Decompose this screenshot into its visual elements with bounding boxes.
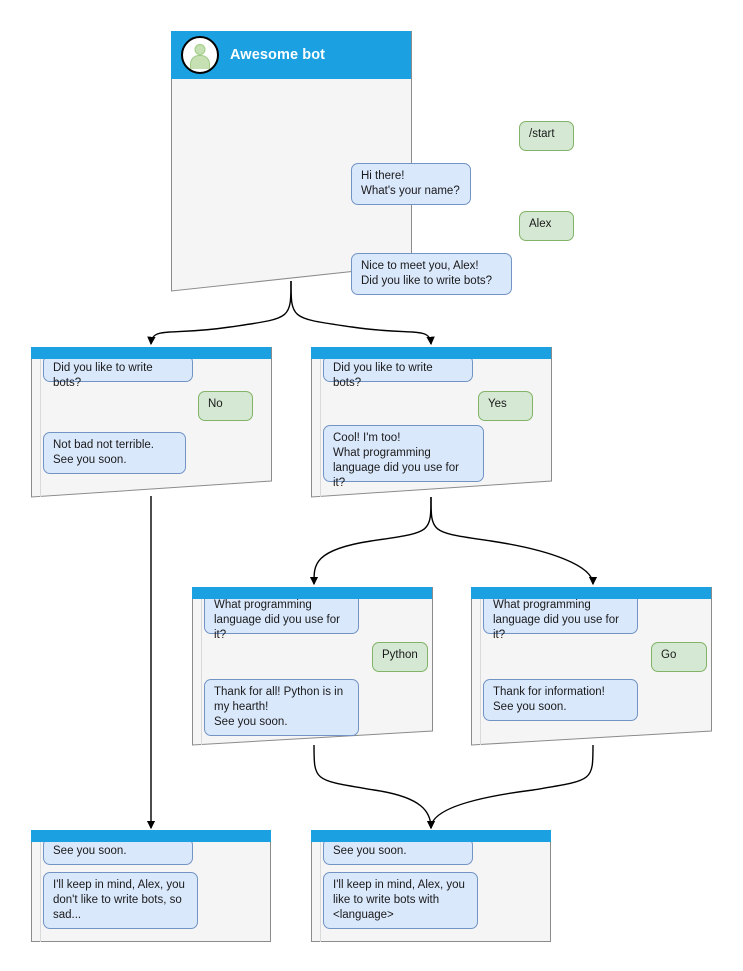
- message-bubble-user: Yes: [478, 391, 533, 421]
- message-bubble-user: No: [198, 391, 253, 421]
- card-header-bar: [31, 347, 271, 359]
- card-header-bar: [471, 587, 711, 599]
- bot-name-label: Awesome bot: [230, 47, 326, 63]
- avatar-head: [194, 44, 206, 55]
- card-header-bar: [31, 830, 271, 842]
- card-gutter-line: [40, 359, 41, 497]
- message-bubble-bot: Thank for information! See you soon.: [483, 679, 638, 721]
- card-gutter-line: [40, 842, 41, 942]
- edge-root-to-yes: [290, 280, 435, 346]
- chat-card-root[interactable]: Awesome bot /start Hi there! What's your…: [171, 31, 574, 295]
- card-gutter-line: [320, 359, 321, 497]
- message-bubble-bot: What programming language did you use fo…: [483, 592, 638, 641]
- chat-card-branch-yes[interactable]: Did you like to write bots? Yes Cool! I'…: [311, 347, 552, 498]
- message-bubble-bot: Did you like to write bots?: [323, 355, 473, 389]
- message-list: See you soon. I'll keep in mind, Alex, y…: [311, 830, 551, 942]
- card-gutter-line: [480, 599, 481, 745]
- bot-header-bar: Awesome bot: [171, 31, 411, 79]
- message-list: See you soon. I'll keep in mind, Alex, y…: [31, 830, 271, 942]
- message-bubble-bot: Hi there! What's your name?: [351, 163, 471, 205]
- card-header-bar: [311, 347, 551, 359]
- edge-python-to-end-happy: [313, 744, 436, 830]
- card-gutter-line: [320, 842, 321, 942]
- edge-yes-to-go: [430, 496, 598, 586]
- avatar-body: [190, 55, 210, 69]
- message-list: What programming language did you use fo…: [192, 587, 432, 745]
- edge-yes-to-python: [309, 496, 432, 586]
- message-bubble-bot: What programming language did you use fo…: [204, 592, 359, 641]
- message-bubble-user: Alex: [519, 211, 574, 241]
- chat-card-end-happy[interactable]: See you soon. I'll keep in mind, Alex, y…: [311, 830, 551, 942]
- message-list: Did you like to write bots? Yes Cool! I'…: [311, 347, 551, 497]
- message-list: /start Hi there! What's your name? Alex …: [171, 31, 574, 295]
- message-bubble-user: Go: [651, 642, 707, 672]
- message-list: Did you like to write bots? No Not bad n…: [31, 347, 271, 497]
- message-bubble-bot: Did you like to write bots?: [43, 355, 193, 389]
- card-gutter-line: [201, 599, 202, 745]
- message-bubble-bot: Not bad not terrible. See you soon.: [43, 432, 186, 474]
- message-bubble-bot: See you soon.: [43, 838, 193, 865]
- message-bubble-bot: Nice to meet you, Alex! Did you like to …: [351, 253, 512, 295]
- message-bubble-bot: See you soon.: [323, 838, 473, 865]
- message-list: What programming language did you use fo…: [471, 587, 711, 745]
- user-avatar-icon: [181, 36, 219, 74]
- message-bubble-bot: I'll keep in mind, Alex, you like to wri…: [323, 872, 478, 929]
- chat-card-branch-go[interactable]: What programming language did you use fo…: [471, 587, 712, 746]
- message-bubble-user: Python: [372, 642, 428, 672]
- edge-root-to-no: [147, 280, 292, 346]
- card-header-bar: [311, 830, 551, 842]
- card-header-bar: [192, 587, 432, 599]
- message-bubble-bot: Cool! I'm too! What programming language…: [323, 425, 484, 489]
- chat-card-end-sad[interactable]: See you soon. I'll keep in mind, Alex, y…: [31, 830, 271, 942]
- edge-go-to-end-happy: [426, 744, 594, 830]
- message-bubble-bot: I'll keep in mind, Alex, you don't like …: [43, 872, 198, 929]
- chat-card-branch-python[interactable]: What programming language did you use fo…: [192, 587, 433, 746]
- chat-card-branch-no[interactable]: Did you like to write bots? No Not bad n…: [31, 347, 272, 498]
- message-bubble-bot: Thank for all! Python is in my hearth! S…: [204, 679, 359, 736]
- message-bubble-user: /start: [519, 121, 574, 151]
